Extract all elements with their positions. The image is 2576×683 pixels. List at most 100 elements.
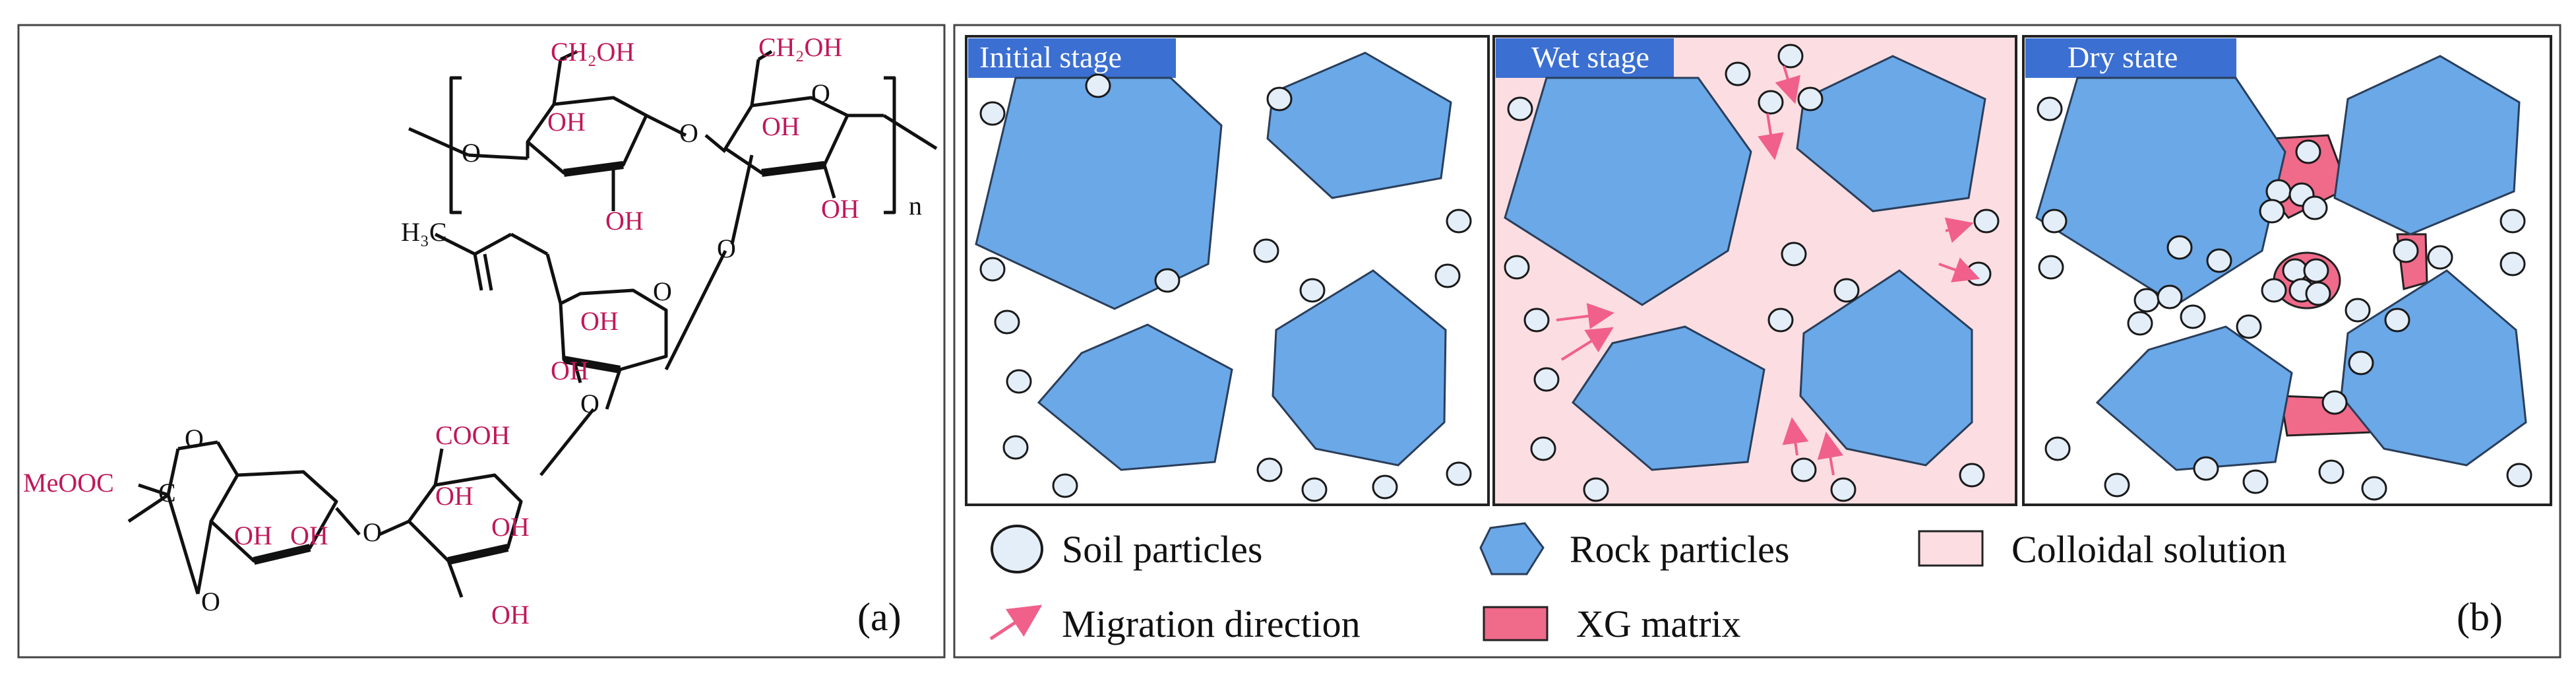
oh-label-8: OH [491,512,530,542]
ring-o-label-6: O [185,424,204,453]
oh-label-10: OH [234,521,272,550]
dry-soil-particle [2499,251,2526,276]
legend-soil-swatch [991,525,1043,573]
stage-wet: Wet stage [1492,35,2017,506]
dry-soil-particle [2242,469,2269,494]
wet-rock-particle [1799,269,1973,467]
dry-rock-particle [2095,325,2293,471]
initial-soil-particle [1434,263,1461,288]
initial-soil-particle [1154,268,1181,293]
stage-dry-title-bar [2025,38,2236,78]
ring-o-label-7: O [201,587,220,616]
initial-soil-particle [1085,73,1111,98]
panel-a-chemical-structure: CH₂OH CH₂OH OH OH OH OH OH OH OH OH OH O… [17,24,946,659]
migration-arrow-icon [1556,303,1614,329]
ch2oh-label-2: CH₂OH [758,32,842,62]
oh-label-9: OH [491,600,530,630]
migration-arrow-icon [1758,113,1784,160]
wet-soil-particle [1523,308,1550,333]
migration-arrow-icon [1782,417,1809,456]
migration-arrow-icon [1938,257,1980,282]
dry-soil-particle [2348,350,2374,375]
wet-soil-particle [1533,367,1560,392]
ring-o-label-9: O [811,79,830,108]
stage-wet-title: Wet stage [1531,40,1649,74]
panel-a-label: (a) [857,595,902,639]
wet-soil-particle [1725,61,1751,86]
wet-soil-particle [1965,261,1992,286]
initial-soil-particle [1446,461,1472,486]
initial-soil-particle [1052,473,1078,498]
ring-o-label-3: O [717,234,736,263]
wet-soil-particle [1797,86,1824,112]
stage-dry-title: Dry state [2068,40,2178,74]
wet-soil-particle [1583,477,1609,502]
legend-colloid-swatch [1918,530,1984,567]
dry-soil-particle [2259,199,2285,224]
panel-a-frame [17,24,946,659]
legend-migration-label: Migration direction [1062,602,1361,645]
migration-arrow-icon [1560,327,1614,361]
dry-soil-particle [2499,209,2526,234]
initial-soil-particle [1301,477,1328,502]
dry-soil-particle [2384,308,2410,333]
wet-rock-particle [1504,77,1752,306]
panel-b-label: (b) [2457,595,2503,639]
molecule-bonds [127,49,938,598]
oh-label-7: OH [435,481,474,511]
repeat-n-label: n [909,191,922,220]
wet-soil-particle [1777,44,1804,69]
stage-dry: Dry state [2022,35,2552,506]
wet-soil-particle [1781,242,1807,267]
wet-soil-particle [1507,96,1533,121]
initial-soil-particle [1372,474,1398,500]
dry-rock-particle [2333,55,2521,236]
stage-initial-title: Initial stage [979,40,1122,74]
legend-soil-label: Soil particles [1062,528,1262,571]
initial-rock-particle [975,77,1223,310]
legend-rock-label: Rock particles [1570,528,1789,571]
initial-soil-particle [1266,86,1293,112]
dry-soil-particle [2206,248,2232,273]
wet-soil-particle [1959,463,1985,488]
initial-rock-particle [1266,51,1452,199]
wet-soil-particle [1758,90,1784,115]
dry-soil-particle [2318,459,2345,484]
legend-rock-swatch [1479,522,1545,575]
wet-soil-particle [1830,477,1856,502]
dry-soil-particle [2303,258,2329,283]
dry-soil-particle [2261,278,2287,303]
dry-soil-particle [2104,472,2130,498]
dry-soil-particle [2166,235,2193,260]
dry-soil-particle [2506,463,2532,488]
legend-colloid-label: Colloidal solution [2011,528,2286,571]
initial-soil-particle [1299,278,1326,303]
panel-b-mechanism: Initial stage Wet stage Dry state Soil p… [953,24,2561,659]
ring-o-label-2: O [462,138,481,168]
ring-o-label-1: O [679,118,698,148]
ring-o-label-5: O [363,517,382,547]
oh-label-4: OH [821,194,859,224]
meooc-label: MeOOC [23,468,114,498]
initial-soil-particle [994,309,1020,335]
dry-soil-particle [2037,96,2063,121]
wet-rock-particle [1796,55,1986,212]
migration-arrow-icon [1944,217,1974,244]
dry-rock-particle [2035,77,2286,306]
legend-xg-label: XG matrix [1576,602,1741,645]
stage-initial-title-bar [968,38,1176,78]
dry-soil-particle [2361,476,2387,501]
initial-soil-particle [1002,435,1029,460]
dry-soil-particle [2133,288,2160,313]
wet-soil-particle [1791,457,1817,482]
initial-soil-particle [1256,457,1283,482]
dry-soil-particle [2236,314,2262,339]
initial-soil-particle [979,257,1006,282]
legend-migration-arrow-icon [989,604,1043,641]
initial-rock-particle [1272,269,1447,467]
wet-soil-particle [1530,436,1556,461]
legend: Soil particles Rock particles Colloidal … [989,522,2286,645]
dry-soil-particle [2393,238,2419,263]
migration-arrow-icon [1817,432,1844,476]
